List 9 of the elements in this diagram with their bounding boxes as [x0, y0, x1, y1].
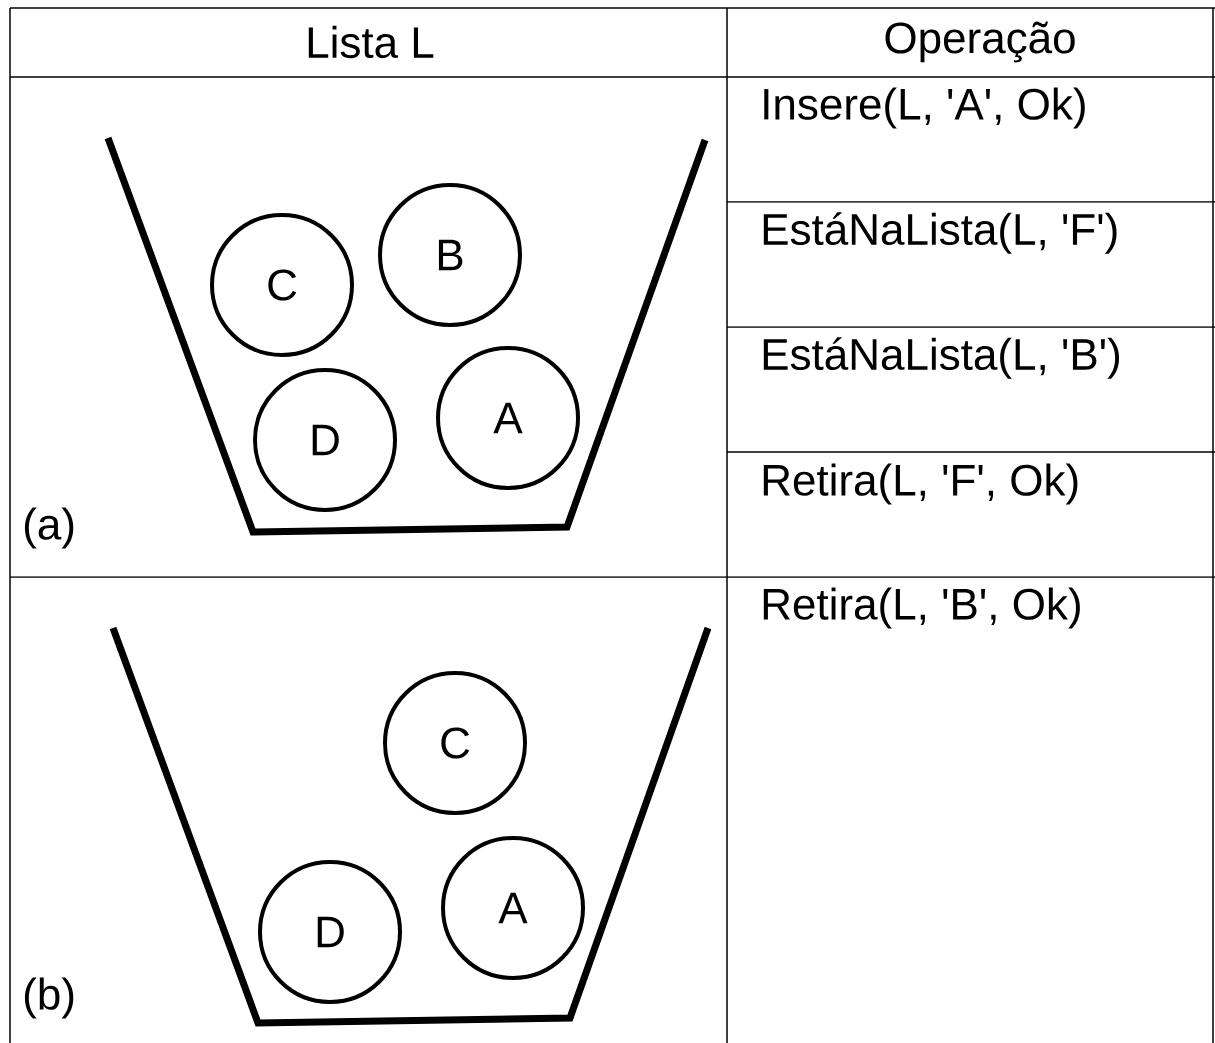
operation-text: Retira(L, 'B', Ok)	[763, 587, 1080, 629]
panel-label: (a)	[24, 507, 74, 549]
operation-text: Retira(L, 'F', Ok)	[763, 463, 1078, 505]
operation-text: EstáNaLista(L, 'B')	[763, 337, 1119, 379]
panel-label: (b)	[24, 977, 74, 1019]
operation-text: EstáNaLista(L, 'F')	[763, 212, 1117, 254]
column-header: Operação	[885, 21, 1075, 63]
operation-text: Insere(L, 'A', Ok)	[764, 87, 1085, 129]
column-header: Lista L	[308, 25, 434, 59]
